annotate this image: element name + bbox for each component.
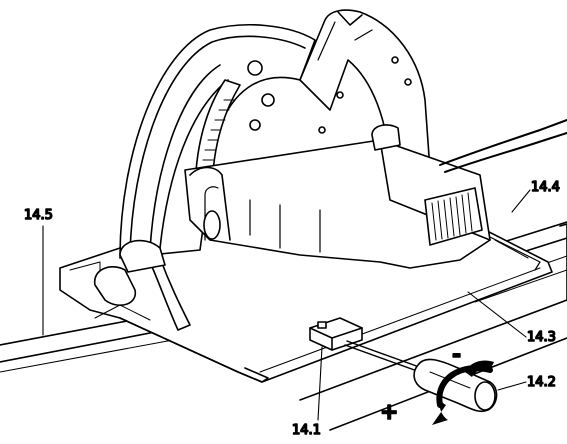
callout-14-1: 14.1	[292, 423, 321, 438]
leader-lines	[42, 189, 531, 421]
callout-14-3: 14.3	[527, 330, 556, 345]
minus-sign: -	[452, 343, 461, 368]
callout-14-5: 14.5	[24, 208, 53, 223]
front-lever	[94, 239, 191, 331]
motor-housing	[184, 119, 567, 269]
rotation-arrow-icon	[432, 360, 494, 425]
callout-14-4: 14.4	[531, 180, 560, 195]
callout-14-2: 14.2	[527, 375, 556, 390]
plus-sign: +	[380, 400, 398, 425]
screwdriver	[344, 340, 498, 413]
